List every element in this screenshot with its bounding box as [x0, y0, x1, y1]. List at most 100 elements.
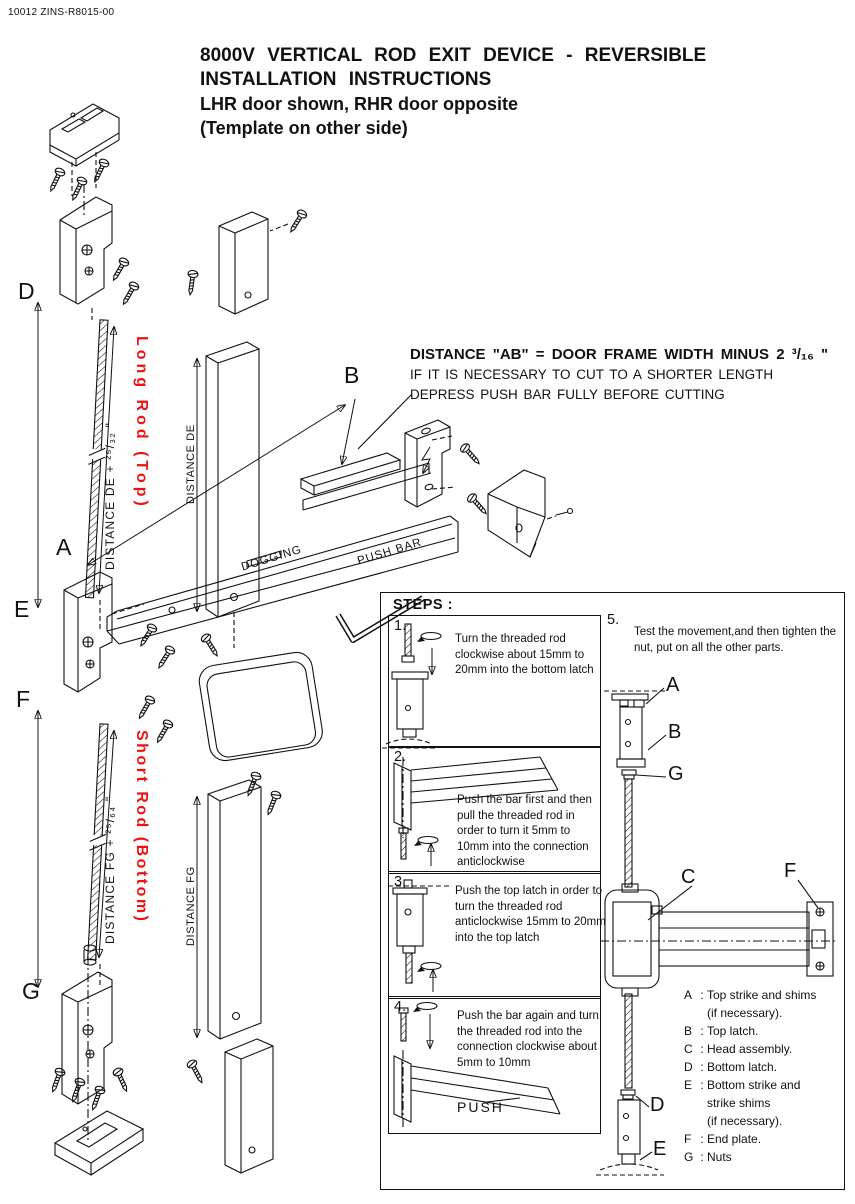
- point-label-d: D: [18, 278, 35, 304]
- part-line: Top strike and shims: [707, 988, 817, 1002]
- parts-list-item: B : Top latch.: [684, 1022, 844, 1040]
- part-line: Bottom strike and: [707, 1078, 801, 1092]
- part-separator: :: [700, 1060, 704, 1074]
- part-number: 10012 ZINS-R8015-00: [8, 7, 115, 18]
- step-text: Push the bar again and turn the threaded…: [457, 1010, 599, 1069]
- bottom-latch: [61, 944, 113, 1140]
- part-key: E: [684, 1078, 693, 1092]
- title-line-4: (Template on other side): [200, 118, 408, 138]
- part-separator: :: [700, 1150, 704, 1164]
- part-separator: :: [700, 1078, 704, 1092]
- part-separator: :: [700, 1024, 704, 1038]
- long-rod-label: Long Rod (Top): [133, 336, 150, 510]
- dim-short-rod: [99, 731, 114, 957]
- assembly-label-c: C: [681, 866, 696, 888]
- step-number: 1.: [394, 618, 407, 634]
- push-bar-assembly: [106, 452, 459, 645]
- assembly-label-a: A: [666, 674, 680, 696]
- short-rod-label: Short Rod (Bottom): [133, 730, 150, 924]
- part-line: Top latch.: [707, 1024, 759, 1038]
- step-box-1: 1. Turn the threaded rod clockwise about…: [388, 615, 601, 748]
- point-label-g: G: [22, 978, 40, 1004]
- part-line: (if necessary).: [707, 1006, 783, 1020]
- part-separator: :: [700, 988, 704, 1002]
- step5-assembly: [596, 687, 838, 1176]
- title-line-2: INSTALLATION INSTRUCTIONS: [200, 69, 492, 90]
- part-separator: :: [700, 1132, 704, 1146]
- part-separator: :: [700, 1042, 704, 1056]
- step-number: 2.: [394, 749, 407, 765]
- part-key: D: [684, 1060, 693, 1074]
- parts-list-item: F : End plate.: [684, 1130, 844, 1148]
- step1-art: [382, 623, 442, 749]
- parts-list-item: A : Top strike and shims (if necessary).: [684, 986, 844, 1022]
- note-leader-line: [357, 393, 413, 450]
- step-text: Turn the threaded rod clockwise about 15…: [455, 633, 594, 676]
- parts-list-item: E : Bottom strike and strike shims (if n…: [684, 1076, 844, 1130]
- frame-strike: [404, 419, 457, 508]
- long-threaded-rod: [84, 319, 109, 599]
- push-label: PUSH: [457, 1099, 504, 1115]
- steps-heading: STEPS :: [393, 597, 453, 613]
- assembly-label-b: B: [668, 721, 682, 743]
- center-case: [63, 571, 145, 693]
- point-label-b: B: [344, 362, 360, 388]
- note-line-3: DEPRESS PUSH BAR FULLY BEFORE CUTTING: [410, 387, 725, 402]
- part-line: Bottom latch.: [707, 1060, 778, 1074]
- mortise-cover: [198, 651, 323, 762]
- distance-ab-note: DISTANCE "AB" = DOOR FRAME WIDTH MINUS 2…: [410, 345, 828, 405]
- dim-A-B: [88, 405, 345, 565]
- rod-cover-top: [218, 211, 289, 315]
- step-number: 3.: [394, 874, 407, 890]
- part-key: G: [684, 1150, 694, 1164]
- part-key: A: [684, 988, 693, 1002]
- step-text-5: Test the movement,and then tighten the n…: [634, 626, 837, 654]
- note-line-2: IF IT IS NECESSARY TO CUT TO A SHORTER L…: [410, 367, 774, 382]
- assembly-label-g: G: [668, 763, 684, 785]
- assembly-label-d: D: [650, 1094, 665, 1116]
- part-line: End plate.: [707, 1132, 762, 1146]
- part-line: (if necessary).: [707, 1114, 783, 1128]
- parts-list-item: D : Bottom latch.: [684, 1058, 844, 1076]
- parts-list-item: C : Head assembly.: [684, 1040, 844, 1058]
- part-key: B: [684, 1024, 693, 1038]
- short-threaded-rod: [87, 723, 109, 961]
- distance-de-text: DISTANCE DE: [185, 424, 197, 504]
- top-latch: [59, 184, 113, 305]
- long-rod-dimension-text: DISTANCE DE + ²⁵/₃₂ ": [103, 421, 117, 570]
- title-line-3: LHR door shown, RHR door opposite: [200, 94, 518, 114]
- wedge-shim: [487, 469, 574, 558]
- step-number-5: 5.: [607, 612, 620, 628]
- step-box-3: 3. Push the top latch in order to turn t…: [388, 871, 606, 999]
- distance-fg-text: DISTANCE FG: [185, 866, 197, 946]
- step-number: 4.: [394, 999, 407, 1015]
- parts-list-item: G : Nuts: [684, 1148, 844, 1166]
- part-line: Head assembly.: [707, 1042, 793, 1056]
- part-line: Nuts: [707, 1150, 732, 1164]
- point-label-e: E: [14, 596, 30, 622]
- parts-list: A : Top strike and shims (if necessary).…: [684, 986, 844, 1166]
- hex-wrench: [335, 595, 425, 643]
- short-rod-dimension-text: DISTANCE FG + ²⁵/₆₄ ": [103, 795, 117, 944]
- bottom-strike: [53, 1110, 145, 1176]
- title-line-1: 8000V VERTICAL ROD EXIT DEVICE - REVERSI…: [200, 45, 707, 66]
- step-box-4: 4. Push the bar again and turn the threa…: [388, 996, 601, 1134]
- top-strike-plate: [49, 103, 120, 196]
- step2-art: [393, 756, 559, 866]
- rod-channel-short: [207, 779, 262, 1040]
- rod-channel-long: [205, 341, 260, 648]
- steps-panel: [380, 592, 845, 1190]
- step4-art: [393, 1001, 561, 1128]
- point-label-f: F: [16, 686, 31, 712]
- note-line-1: DISTANCE "AB" = DOOR FRAME WIDTH MINUS 2…: [410, 346, 829, 363]
- assembly-label-e: E: [653, 1138, 667, 1160]
- part-line: strike shims: [707, 1096, 771, 1110]
- part-key: F: [684, 1132, 692, 1146]
- step-text: Push the top latch in order to turn the …: [455, 885, 606, 944]
- point-label-a: A: [56, 534, 72, 560]
- step-box-2: 2. Push the bar first and then pull the …: [388, 746, 601, 874]
- step3-art: [388, 879, 450, 992]
- step-text: Push the bar first and then pull the thr…: [457, 794, 592, 868]
